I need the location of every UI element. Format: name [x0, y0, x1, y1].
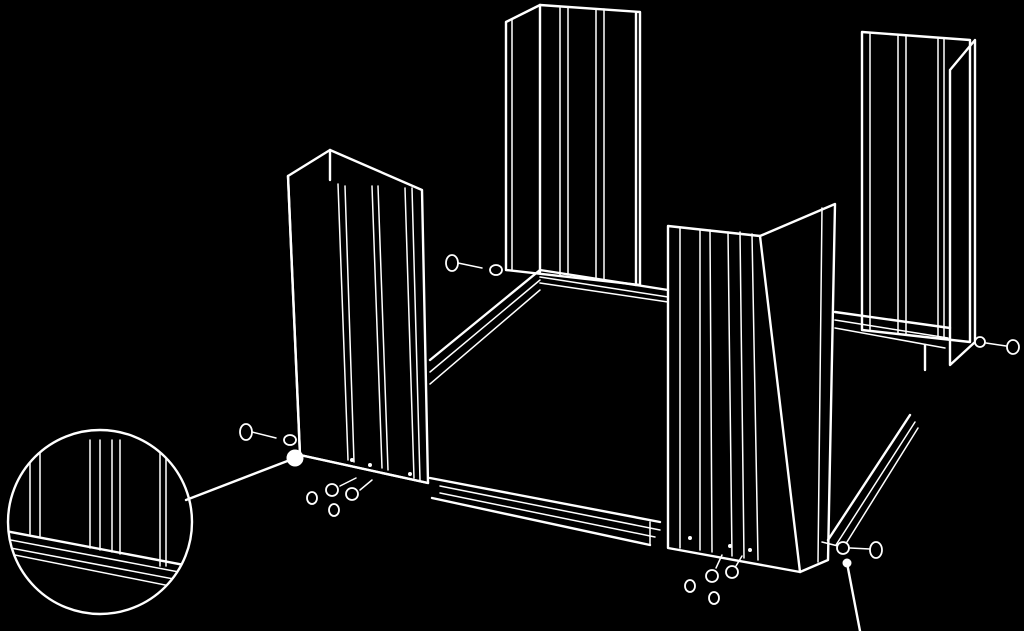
fastener-back-left	[445, 254, 503, 276]
back-center-wall-panel	[504, 3, 642, 287]
fastener-back-right	[974, 336, 1020, 355]
detail-magnifier	[6, 428, 194, 616]
front-right-corner-panel	[666, 202, 837, 574]
fastener-front-left-top	[239, 423, 297, 446]
callout-leader-right	[842, 558, 862, 631]
fastener-right-front	[821, 541, 883, 559]
fastener-front-right-cluster	[684, 554, 743, 605]
fastener-front-left-cluster	[306, 477, 373, 517]
back-right-wall-panel	[860, 30, 977, 367]
front-left-wall-panel	[286, 148, 430, 485]
callout-leader-left	[184, 449, 304, 502]
floor-rails	[428, 268, 952, 551]
